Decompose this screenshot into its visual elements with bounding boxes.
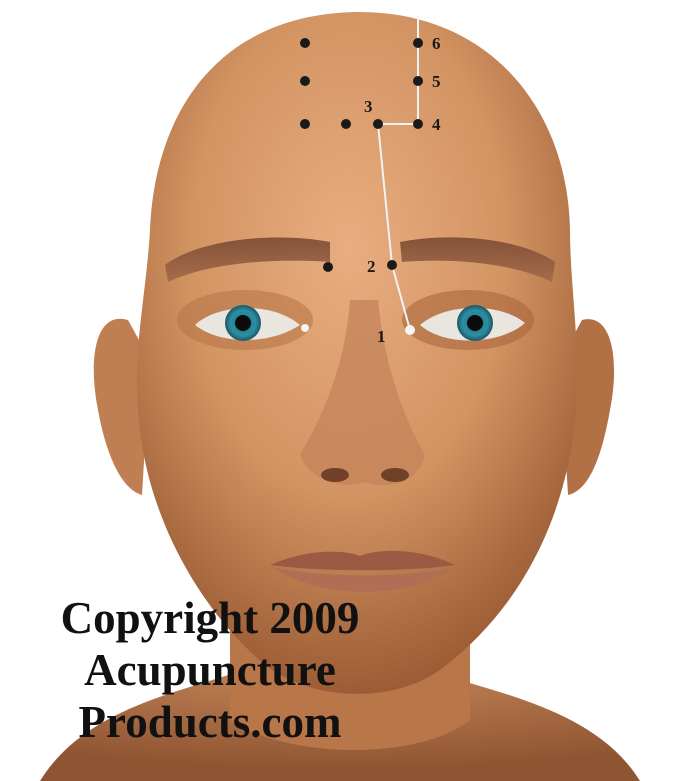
left-nostril — [321, 468, 349, 482]
point-label-5: 5 — [432, 72, 441, 91]
point-label-1: 1 — [377, 327, 386, 346]
acupoint-2 — [387, 260, 397, 270]
left-pupil — [235, 315, 251, 331]
acupoint-2-mirror — [323, 262, 333, 272]
acupoint-1 — [405, 325, 415, 335]
acupoint-5 — [413, 76, 423, 86]
acupoint-3 — [373, 119, 383, 129]
copyright-line-1: Copyright 2009 — [0, 592, 420, 644]
acupoint-6-mirror — [300, 38, 310, 48]
point-label-2: 2 — [367, 257, 376, 276]
point-label-6: 6 — [432, 34, 441, 53]
acupoint-5-mirror — [300, 76, 310, 86]
acupoint-3-mirror — [341, 119, 351, 129]
acupoint-4-mirror — [300, 119, 310, 129]
acupoint-6 — [413, 38, 423, 48]
point-label-4: 4 — [432, 115, 441, 134]
right-pupil — [467, 315, 483, 331]
copyright-line-2: Acupuncture — [0, 644, 420, 696]
copyright-notice: Copyright 2009 Acupuncture Products.com — [0, 592, 420, 748]
acupoint-4 — [413, 119, 423, 129]
acupoint-1-mirror — [301, 324, 309, 332]
right-nostril — [381, 468, 409, 482]
point-label-3: 3 — [364, 97, 373, 116]
copyright-line-3: Products.com — [0, 696, 420, 748]
